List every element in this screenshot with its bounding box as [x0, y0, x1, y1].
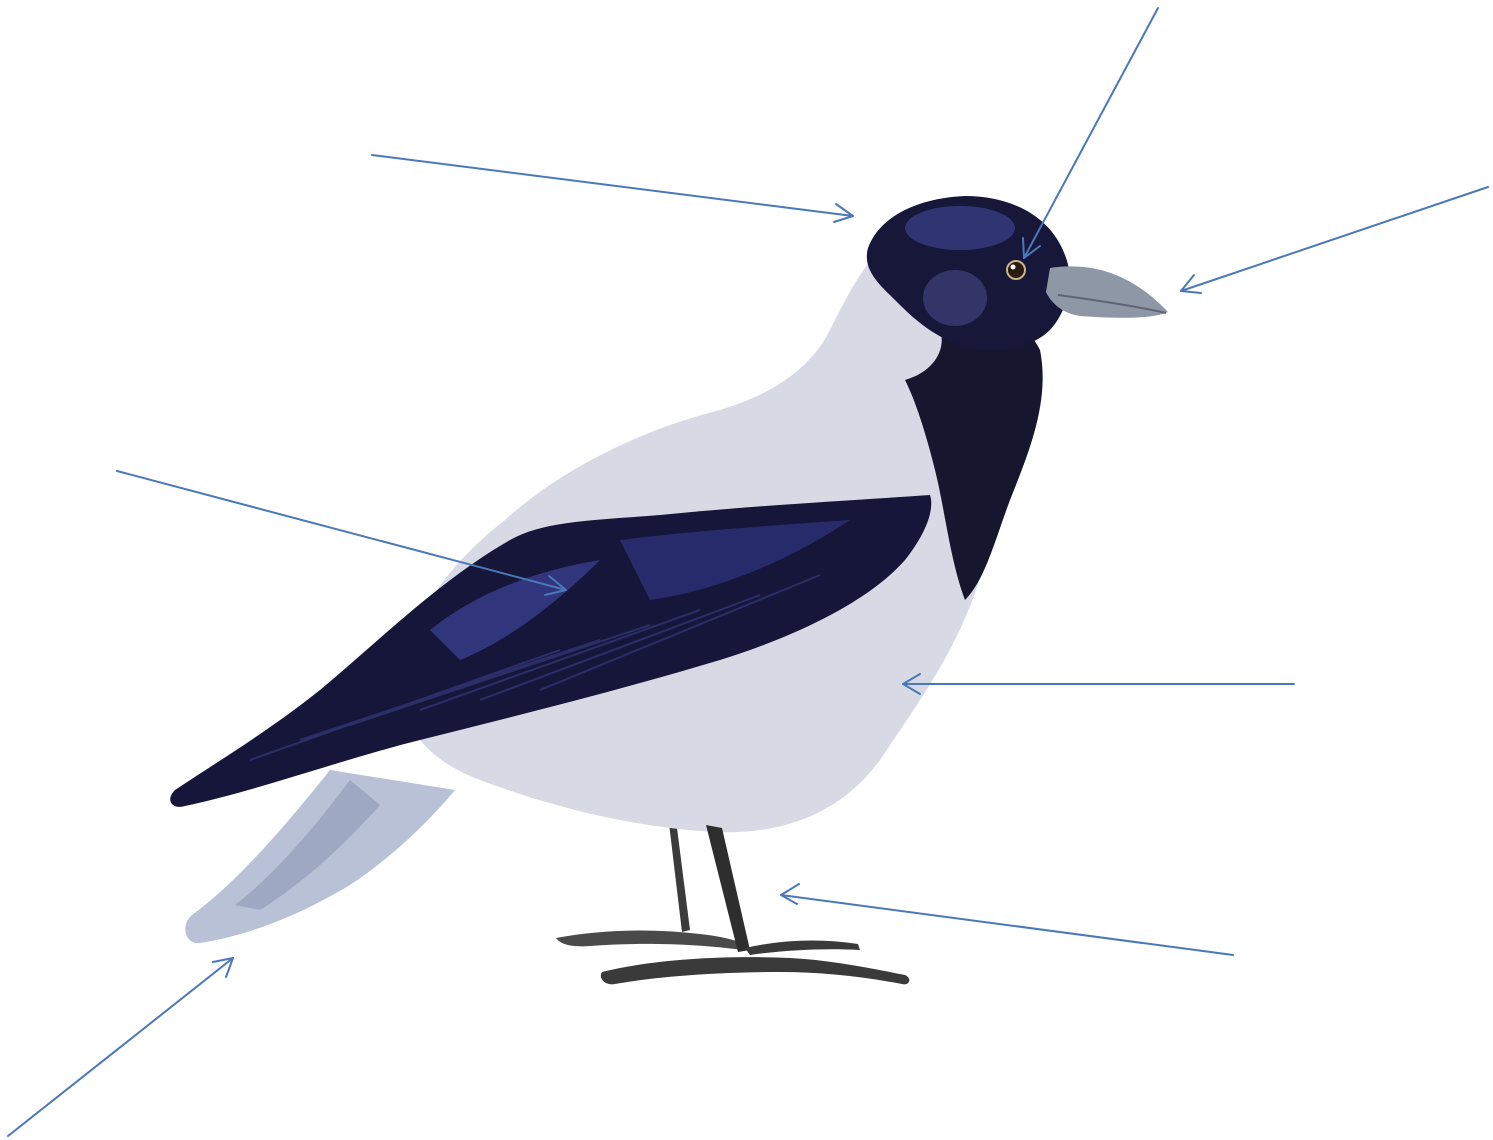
crow-illustration — [170, 196, 1168, 984]
cheek-sheen — [923, 270, 987, 326]
pointer-crown — [372, 155, 853, 222]
front-leg — [601, 825, 909, 984]
pointer-beak — [1181, 187, 1488, 293]
pointer-eye — [1023, 8, 1158, 258]
eye-highlight — [1011, 265, 1016, 270]
crown-sheen — [905, 206, 1015, 250]
crow-eye — [1007, 261, 1025, 279]
pointer-belly — [903, 674, 1294, 694]
pointer-tail — [8, 958, 233, 1136]
